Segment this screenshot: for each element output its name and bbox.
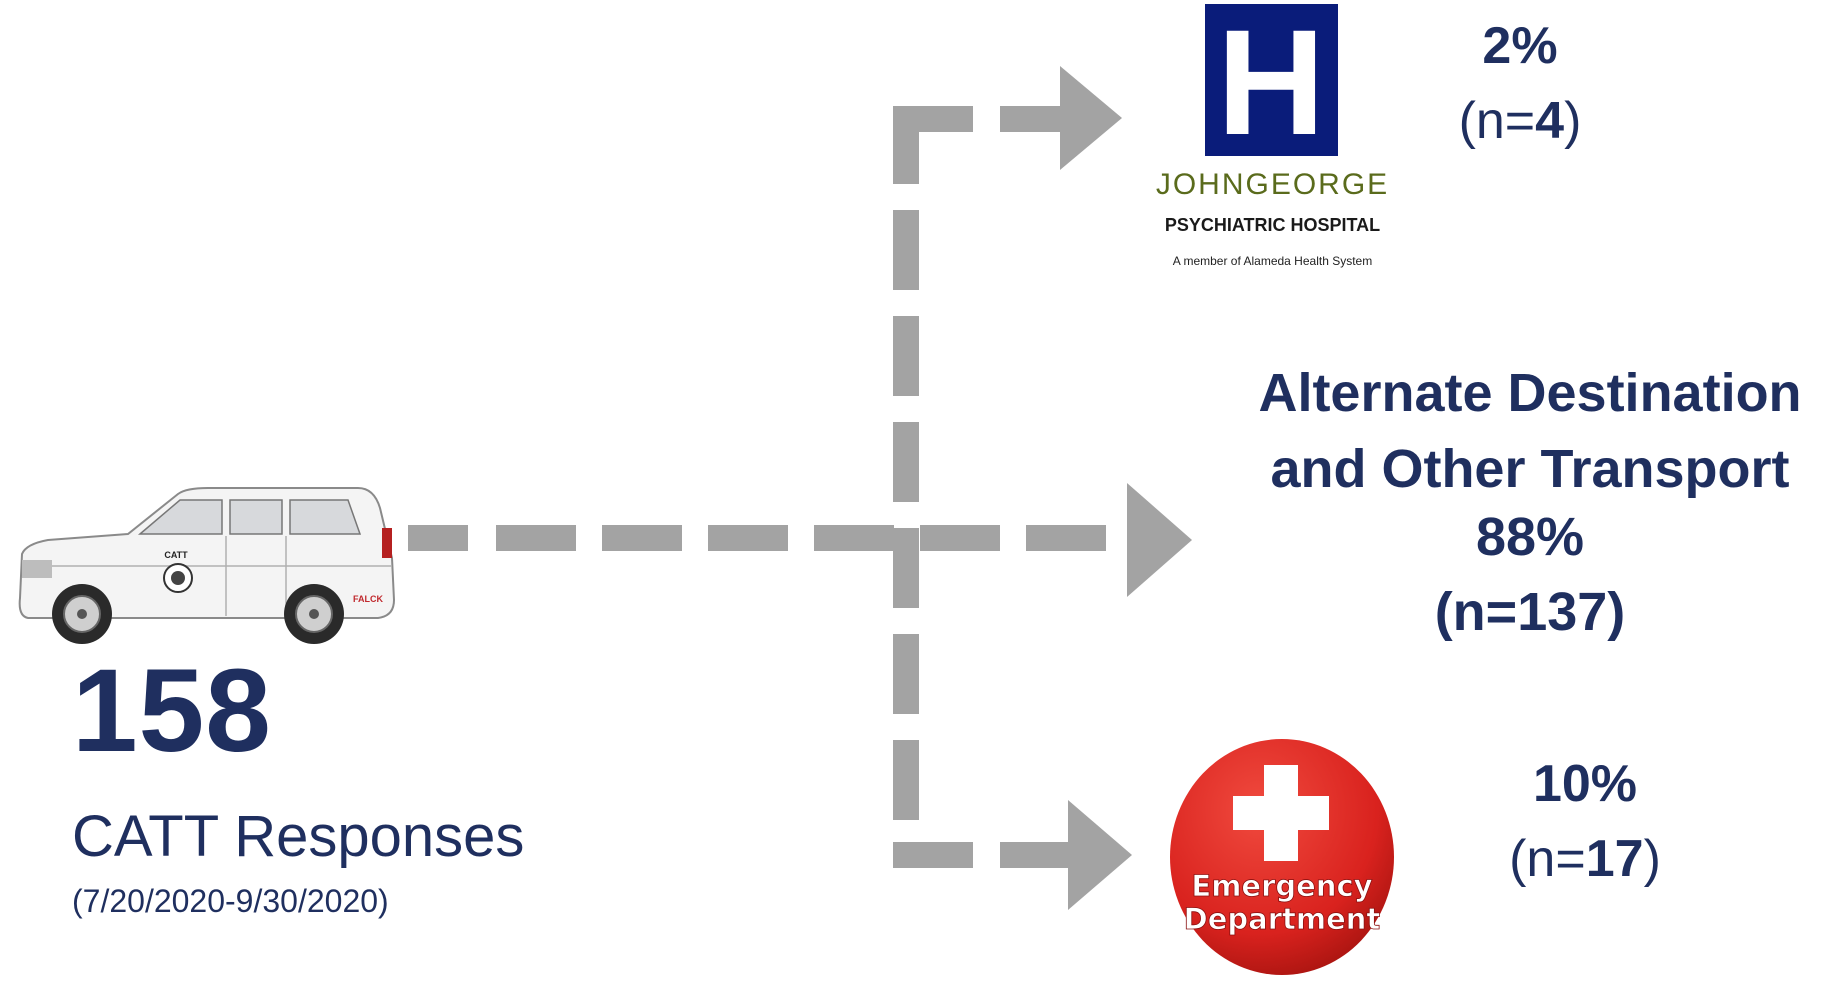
vertical-trunk-dashes xyxy=(893,106,919,868)
hospital-count-value: 4 xyxy=(1535,92,1565,150)
front-wheel xyxy=(52,584,112,644)
catt-vehicle-image: CATT FALCK xyxy=(8,478,400,648)
hospital-subtitle: PSYCHIATRIC HOSPITAL xyxy=(1164,215,1381,235)
rear-wheel xyxy=(284,584,344,644)
emergency-arrowhead xyxy=(1068,800,1132,910)
total-responses-count: 158 xyxy=(72,645,272,777)
vehicle-door-text: CATT xyxy=(164,550,188,560)
emergency-button-line1: Emergency xyxy=(1191,869,1372,903)
emergency-percent: 10% xyxy=(1532,755,1638,813)
hospital-arrowhead xyxy=(1060,66,1122,170)
hospital-name: JohnGeorge xyxy=(1125,170,1420,200)
emergency-count: (n=17) xyxy=(1509,830,1661,888)
hospital-branch-dashes xyxy=(893,106,1060,132)
hospital-name-first: John xyxy=(1155,168,1246,201)
alternate-arrowhead xyxy=(1127,483,1192,597)
emergency-button-line2: Department xyxy=(1184,902,1381,936)
emergency-count-value: 17 xyxy=(1585,830,1644,888)
emergency-branch-dashes xyxy=(893,842,1068,868)
alternate-title-line1: Alternate Destination xyxy=(1258,363,1802,423)
hospital-name-last: George xyxy=(1245,168,1390,201)
hospital-member-note: A member of Alameda Health System xyxy=(1172,254,1373,268)
medical-cross-icon xyxy=(1233,765,1329,861)
hospital-percent: 2% xyxy=(1482,17,1558,75)
hospital-logo-letter: H xyxy=(1217,4,1325,156)
alternate-destination-title: Alternate Destination and Other Transpor… xyxy=(1240,355,1820,507)
emergency-department-button-image: Emergency Department xyxy=(1168,733,1396,976)
vehicle-brand-text: FALCK xyxy=(353,594,383,604)
main-flow-dashes xyxy=(408,525,1106,551)
hospital-h-logo: H xyxy=(1205,4,1338,156)
total-responses-label: CATT Responses xyxy=(72,804,525,869)
hospital-count: (n=4) xyxy=(1458,92,1582,150)
date-range: (7/20/2020-9/30/2020) xyxy=(72,883,389,919)
alternate-percent: 88% xyxy=(1475,507,1585,567)
alternate-title-line2: and Other Transport xyxy=(1270,439,1790,499)
alternate-count: (n=137) xyxy=(1434,582,1626,642)
